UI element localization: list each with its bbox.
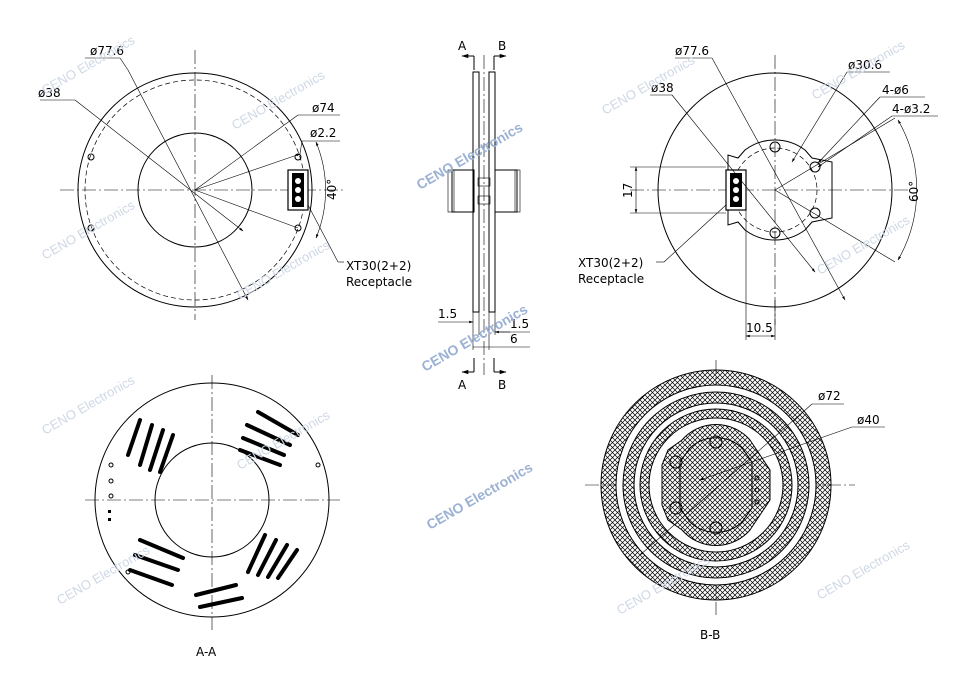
- dim-side-gap: 6: [510, 332, 518, 346]
- side-view: A B A B 1.5 1.5 6: [438, 39, 530, 392]
- watermark-4: CENO Electronics: [234, 237, 333, 303]
- dim-outer-diameter-right: ø77.6: [675, 44, 709, 58]
- watermark-3: CENO Electronics: [39, 197, 138, 263]
- dim-offset-105: 10.5: [746, 321, 773, 335]
- front-view-right: ø77.6 ø38 ø30.6 4-ø6 4-ø3.2 17 10.5 60° …: [578, 44, 938, 340]
- watermark-7: CENO Electronics: [424, 459, 536, 533]
- dim-inner-diameter-left: ø38: [38, 86, 61, 100]
- section-label-aa: A-A: [196, 645, 217, 659]
- pcb-traces-bottom: [194, 583, 244, 609]
- connector-label-left-line2: Receptacle: [346, 275, 412, 289]
- section-view-bb: ø72 ø40 B-B: [585, 360, 885, 642]
- dim-hole-left: ø2.2: [310, 126, 336, 140]
- section-mark-b-bottom: B: [498, 378, 506, 392]
- section-mark-a-bottom: A: [458, 378, 467, 392]
- connector-label-right-line1: XT30(2+2): [578, 256, 643, 270]
- watermark-10: CENO Electronics: [814, 212, 913, 278]
- xt30-connector-right: [725, 169, 747, 211]
- section-label-bb: B-B: [700, 628, 720, 642]
- dim-angle-right: 60°: [907, 181, 921, 202]
- watermark-11: CENO Electronics: [39, 372, 138, 438]
- pcb-traces-top-left: [126, 418, 175, 474]
- watermark-8: CENO Electronics: [599, 52, 698, 118]
- pcb-traces-bottom-right: [246, 533, 299, 580]
- dim-outer-diameter-left: ø77.6: [90, 44, 124, 58]
- watermark-1: CENO Electronics: [39, 32, 138, 98]
- watermark-5: CENO Electronics: [414, 119, 526, 193]
- section-mark-b-top: B: [498, 39, 506, 53]
- dim-holes-6: 4-ø6: [882, 83, 909, 97]
- dim-angle-left: 40°: [325, 179, 339, 200]
- dim-side-left-thickness: 1.5: [438, 307, 457, 321]
- pcb-traces-bottom-left: [128, 538, 185, 587]
- dim-side-right-thickness: 1.5: [510, 317, 529, 331]
- dim-pcd-right: ø30.6: [848, 58, 882, 72]
- connector-label-right-line2: Receptacle: [578, 272, 644, 286]
- section-mark-a-top: A: [458, 39, 467, 53]
- dim-mid-40: ø40: [857, 413, 880, 427]
- pcb-traces-top-right: [238, 410, 300, 467]
- xt30-connector-left: [287, 169, 309, 211]
- watermark-2: CENO Electronics: [229, 67, 328, 133]
- connector-label-left-line1: XT30(2+2): [346, 259, 411, 273]
- dim-pcd-left: ø74: [312, 101, 335, 115]
- dim-ring-72: ø72: [818, 389, 841, 403]
- section-view-aa: A-A: [85, 375, 340, 659]
- dim-inner-diameter-right: ø38: [651, 81, 674, 95]
- front-view-left: ø77.6 ø38 ø74 ø2.2 40° XT30(2+2) Recepta…: [38, 44, 412, 320]
- dim-height-17: 17: [621, 183, 635, 198]
- watermark-15: CENO Electronics: [814, 537, 913, 603]
- dim-holes-32: 4-ø3.2: [892, 102, 930, 116]
